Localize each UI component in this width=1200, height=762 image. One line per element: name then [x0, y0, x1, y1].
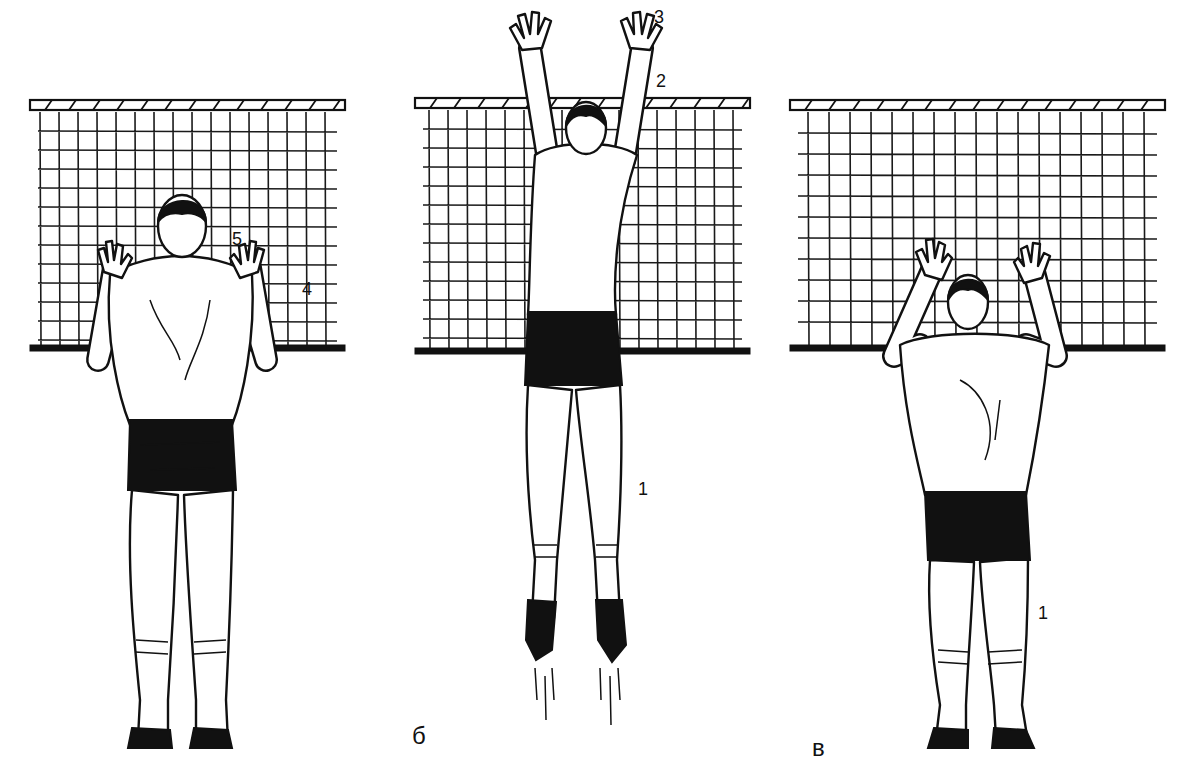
player-figure-part	[527, 385, 572, 618]
player-figure-part	[158, 195, 206, 257]
figure-letter: б	[412, 724, 426, 748]
player-figure	[98, 195, 266, 748]
net-top-band	[790, 100, 1165, 110]
player-figure-part	[98, 241, 132, 278]
player-figure-part	[528, 144, 637, 315]
net-band-hatch	[45, 100, 340, 110]
player-figure-part	[140, 442, 220, 470]
player-figure-part	[566, 102, 606, 154]
net-band-hatch	[805, 100, 1148, 110]
net-mesh	[798, 112, 1157, 345]
player-figure-part	[900, 334, 1049, 495]
player-figure-part	[150, 300, 210, 380]
callout-number: 5	[232, 230, 242, 248]
player-figure-part	[135, 640, 226, 654]
player-figure-part	[534, 545, 618, 557]
player-figure-part	[190, 728, 232, 748]
player-figure-part	[624, 48, 642, 160]
callout-number: 3	[654, 8, 664, 26]
player-figure-part	[128, 420, 236, 490]
player-figure-part	[158, 201, 206, 222]
figure-letter: в	[812, 736, 825, 760]
player-figure-part	[535, 668, 620, 725]
player-figure-part	[938, 650, 1022, 664]
player-figure-part	[109, 256, 253, 425]
player-figure	[510, 12, 662, 725]
net-top-band	[30, 100, 345, 110]
player-figure-part	[530, 48, 548, 160]
player-figure-part	[525, 312, 622, 385]
player-figure-part	[960, 380, 1000, 460]
callout-number: 4	[302, 280, 312, 298]
callout-number: 1	[638, 480, 648, 498]
player-figure-part	[928, 728, 968, 748]
player-figure-part	[992, 728, 1034, 748]
player-figure-part	[526, 600, 556, 660]
callout-number: 2	[656, 72, 666, 90]
player-figure-part	[948, 280, 988, 300]
player-figure-part	[948, 275, 988, 329]
player-figure-part	[916, 239, 952, 280]
player-figure-part	[510, 12, 551, 50]
player-figure-part	[1014, 243, 1050, 283]
player-figure-part	[624, 48, 642, 160]
player-figure-part	[566, 106, 606, 126]
player-figure-part	[128, 728, 172, 748]
player-figure-part	[530, 48, 548, 160]
player-figure-part	[576, 385, 621, 615]
callout-number: 1	[1038, 604, 1048, 622]
player-figure-part	[925, 492, 1030, 560]
player-figure	[894, 239, 1056, 748]
player-figure-part	[184, 490, 233, 742]
player-figure-part	[130, 490, 178, 742]
player-figure-part	[596, 600, 626, 662]
